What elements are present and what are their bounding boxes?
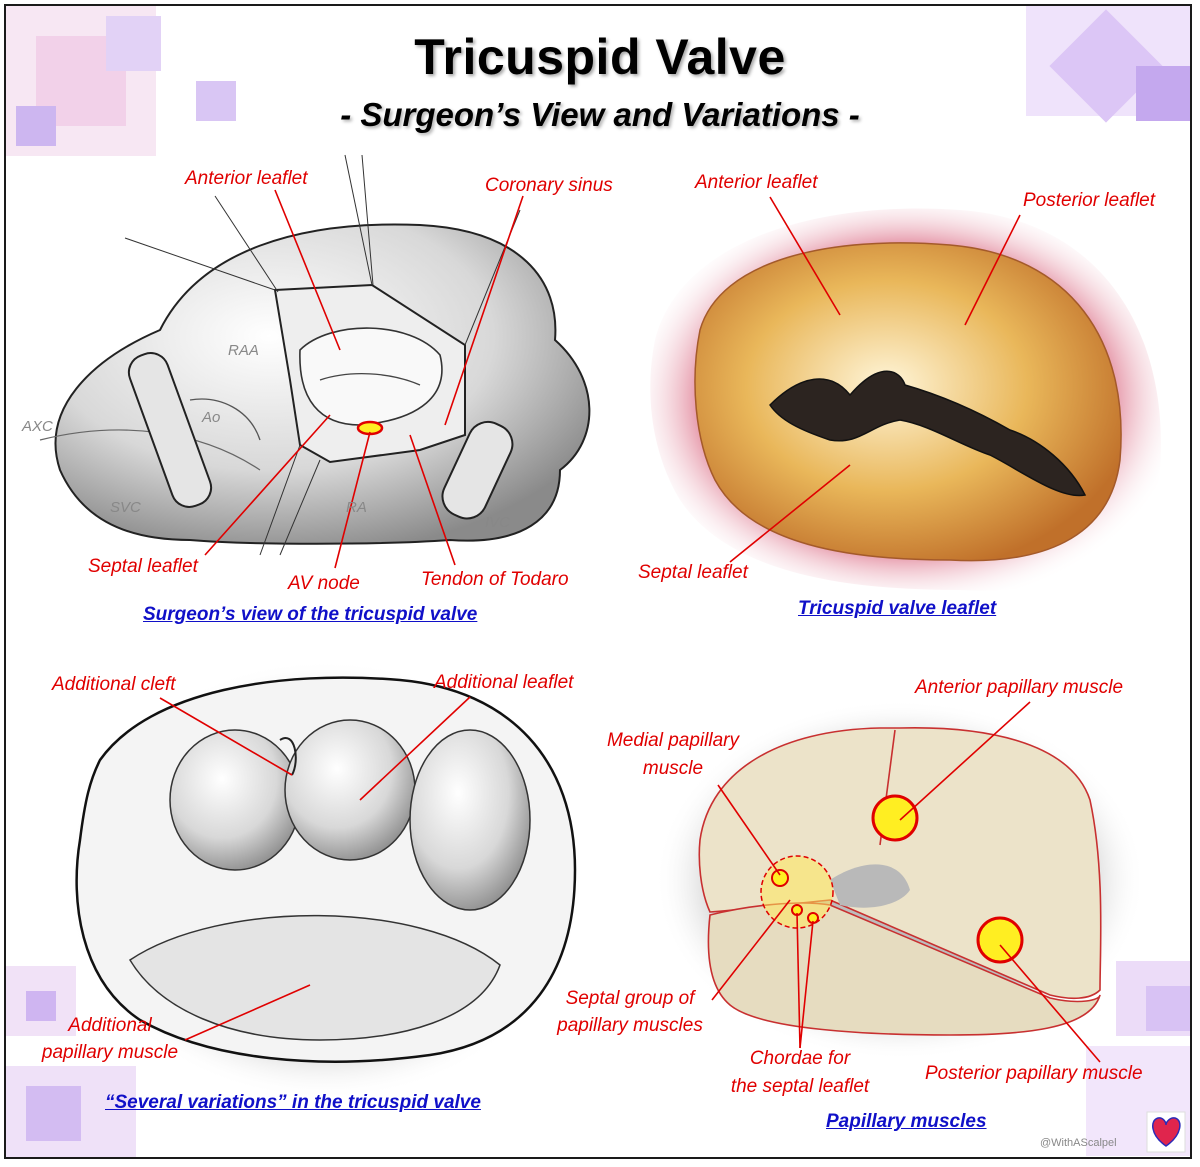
additional-leaflet-shape — [284, 719, 416, 861]
label-svc: SVC — [110, 499, 141, 516]
decor-square — [1146, 986, 1190, 1031]
label-septal-leaflet: Septal leaflet — [88, 556, 198, 577]
label-additional-papillary-line2: papillary muscle — [41, 1042, 179, 1063]
label-medial-papillary-line2: muscle — [642, 758, 704, 779]
leaflet-bottom — [128, 914, 501, 1041]
decor-square — [1136, 66, 1190, 121]
label-ivc: IVC — [485, 514, 511, 531]
label-additional-leaflet: Additional leaflet — [434, 672, 574, 693]
leaflet-left — [169, 729, 301, 871]
page-subtitle: - Surgeon’s View and Variations - — [340, 96, 860, 133]
label-ra: RA — [346, 499, 367, 516]
valve-orifice — [830, 864, 910, 908]
decor-square — [106, 16, 161, 71]
label-chordae-line2: the septal leaflet — [730, 1076, 870, 1097]
valve-leaflets — [299, 327, 443, 426]
label-coronary-sinus: Coronary sinus — [485, 175, 613, 196]
heart-logo-icon — [1146, 1111, 1186, 1153]
label-chordae-line1: Chordae for — [749, 1048, 851, 1069]
caption-leaflet: Tricuspid valve leaflet — [798, 598, 997, 619]
label-posterior-leaflet: Posterior leaflet — [1023, 190, 1156, 211]
caption-surgeon-view: Surgeon’s view of the tricuspid valve — [143, 604, 478, 625]
label-medial-papillary-line1: Medial papillary — [606, 730, 739, 751]
leaflet-leader-lines — [729, 196, 1021, 563]
variations-leader-lines — [159, 696, 471, 1041]
page-title: Tricuspid Valve — [414, 29, 786, 85]
author-handle: @WithAScalpel — [1040, 1137, 1117, 1149]
anterior-papillary-marker — [871, 794, 919, 842]
label-axc: AXC — [22, 418, 53, 435]
decor-square — [16, 106, 56, 146]
label-av-node: AV node — [288, 573, 360, 594]
posterior-papillary-marker — [976, 916, 1024, 964]
label-septal-leaflet-2: Septal leaflet — [638, 562, 748, 583]
label-septal-group-line2: papillary muscles — [557, 1015, 703, 1036]
label-posterior-papillary: Posterior papillary muscle — [925, 1063, 1143, 1084]
label-additional-papillary-line1: Additional — [68, 1015, 152, 1036]
svc-cannula — [127, 352, 213, 508]
caption-variations: “Several variations” in the tricuspid va… — [105, 1092, 481, 1113]
papillary-illustration — [655, 700, 1145, 1060]
label-additional-cleft: Additional cleft — [52, 674, 176, 695]
label-anterior-leaflet: Anterior leaflet — [185, 168, 308, 189]
surgeon-leader-lines — [204, 189, 524, 569]
label-tendon-of-todaro: Tendon of Todaro — [421, 569, 569, 590]
label-septal-group-line1: Septal group of — [565, 988, 695, 1009]
label-ao: Ao — [202, 409, 221, 426]
papillary-leader-lines — [711, 701, 1101, 1063]
decor-square — [26, 991, 56, 1021]
leaflet-right — [409, 729, 531, 911]
leaflet-illustration — [650, 208, 1161, 591]
ivc-cannula — [441, 420, 514, 520]
medial-papillary-marker — [771, 869, 789, 887]
decor-square — [196, 81, 236, 121]
caption-papillary: Papillary muscles — [826, 1111, 987, 1132]
label-anterior-papillary: Anterior papillary muscle — [915, 677, 1124, 698]
label-anterior-leaflet-2: Anterior leaflet — [695, 172, 818, 193]
variations-illustration — [65, 660, 585, 1100]
decor-square — [26, 1086, 81, 1141]
surgeon-view-illustration — [39, 154, 591, 556]
label-raa: RAA — [228, 342, 259, 359]
valve-orifice — [769, 370, 1087, 497]
